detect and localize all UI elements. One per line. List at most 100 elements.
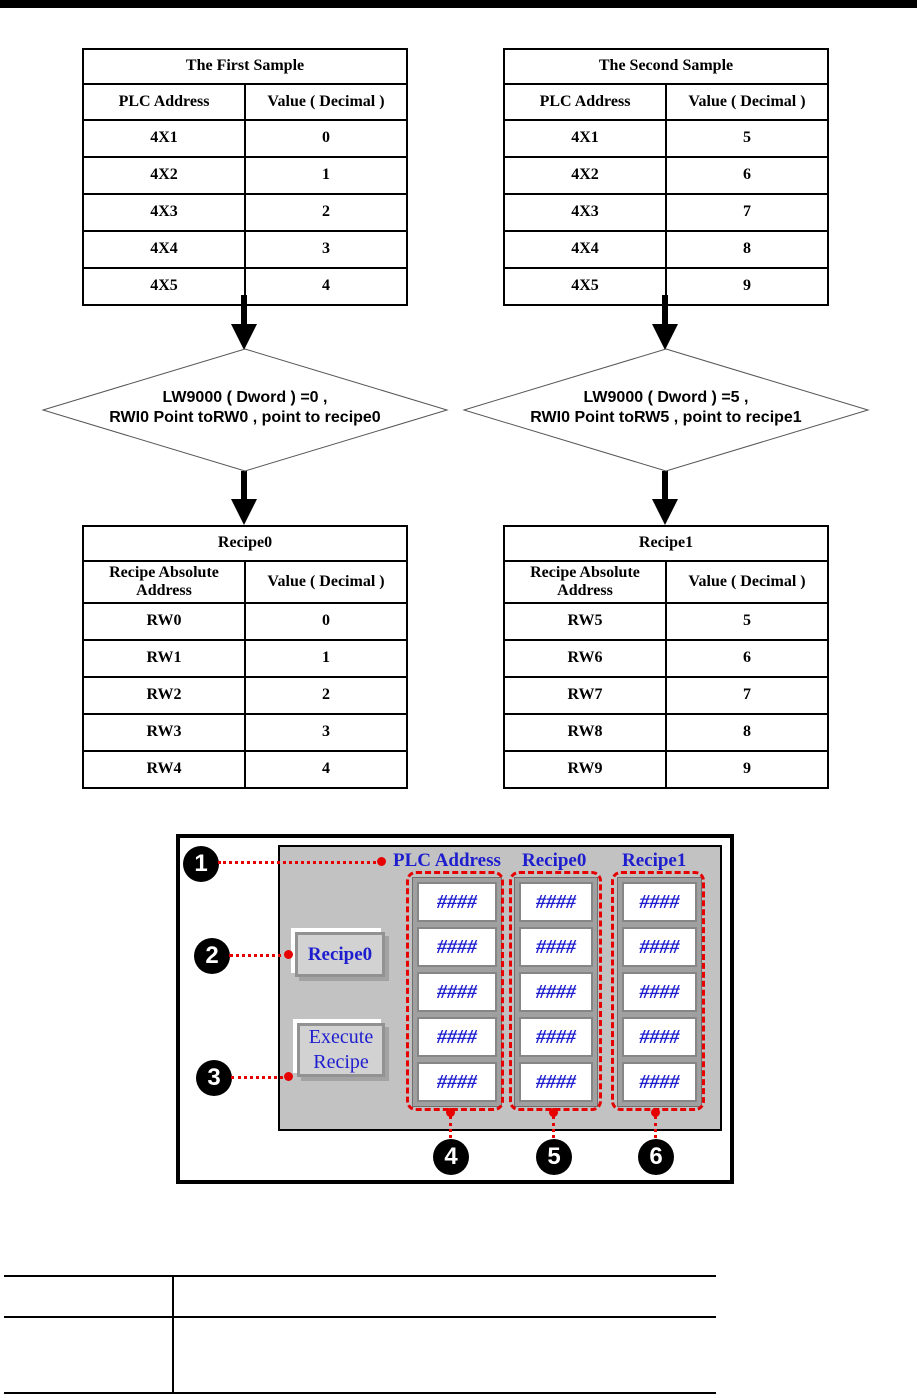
callout-3: 3	[196, 1060, 232, 1096]
numeric-field[interactable]: ####	[417, 882, 497, 922]
numeric-field[interactable]: ####	[519, 882, 593, 922]
callout-5-anchor-dot	[549, 1108, 558, 1117]
numeric-field[interactable]: ####	[417, 1062, 497, 1102]
numeric-field[interactable]: ####	[417, 927, 497, 967]
recipe0-button-label: Recipe0	[307, 943, 373, 965]
callout-1-connector	[218, 861, 382, 864]
numeric-field[interactable]: ####	[417, 1017, 497, 1057]
table-title: Recipe1	[502, 525, 830, 562]
plc-address-cell: 4X1	[503, 119, 667, 158]
value-cell: 0	[244, 119, 408, 158]
numeric-field[interactable]: ####	[519, 1062, 593, 1102]
plc-address-cell: 4X2	[82, 156, 246, 195]
recipe1-table: Recipe1 Recipe Absolute Address Value ( …	[502, 525, 830, 789]
col-header-value: Value ( Decimal )	[665, 83, 829, 121]
flow-arrowhead-icon	[231, 324, 257, 350]
recipe-address-cell: RW5	[503, 602, 667, 641]
callout-3-anchor-dot	[284, 1072, 293, 1081]
decision-diamond	[41, 348, 449, 472]
bottom-table-divider	[172, 1275, 174, 1394]
col-header-recipe-address: Recipe Absolute Address	[503, 560, 667, 604]
condition-text: LW9000 ( Dword ) =5 , RWI0 Point toRW5 ,…	[462, 388, 870, 428]
value-cell: 1	[243, 639, 409, 678]
recipe0-table: Recipe0 Recipe Absolute Address Value ( …	[81, 525, 409, 789]
plc-address-cell: 4X5	[503, 267, 667, 306]
col-header-value: Value ( Decimal )	[243, 560, 409, 604]
mockup-col-header-recipe1: Recipe1	[622, 850, 687, 871]
recipe-address-cell: RW6	[503, 639, 667, 678]
flow-arrow	[662, 295, 668, 325]
flow-arrow	[241, 295, 247, 325]
value-cell: 6	[664, 639, 830, 678]
recipe-address-cell: RW2	[82, 676, 246, 715]
callout-1-anchor-dot	[377, 857, 386, 866]
callout-5: 5	[536, 1139, 572, 1175]
recipe-address-cell: RW0	[82, 602, 246, 641]
table-title: Recipe0	[81, 525, 409, 562]
value-cell: 1	[244, 156, 408, 195]
plc-address-cell: 4X3	[82, 193, 246, 232]
numeric-field[interactable]: ####	[622, 882, 697, 922]
condition-line-2: RWI0 Point toRW5 , point to recipe1	[530, 409, 802, 426]
execute-recipe-button[interactable]: Execute Recipe	[297, 1023, 385, 1077]
recipe-address-cell: RW8	[503, 713, 667, 752]
plc-address-cell: 4X2	[503, 156, 667, 195]
highlight-box-recipe1	[611, 871, 705, 1111]
recipe0-field-column: #### #### #### #### ####	[514, 877, 598, 1107]
callout-2-anchor-dot	[284, 950, 293, 959]
value-cell: 6	[665, 156, 829, 195]
recipe-address-cell: RW3	[82, 713, 246, 752]
callout-2: 2	[194, 938, 230, 974]
flow-arrow	[241, 471, 247, 501]
col-header-recipe-address: Recipe Absolute Address	[82, 560, 246, 604]
numeric-field[interactable]: ####	[519, 972, 593, 1012]
callout-3-connector	[231, 1076, 289, 1079]
condition-line-1: LW9000 ( Dword ) =0 ,	[162, 389, 328, 406]
numeric-field[interactable]: ####	[622, 927, 697, 967]
callout-5-connector	[552, 1116, 555, 1138]
mockup-col-header-recipe0: Recipe0	[522, 850, 587, 871]
highlight-box-recipe0	[509, 871, 602, 1111]
bottom-table-rule	[4, 1316, 716, 1318]
plc-address-cell: 4X4	[82, 230, 246, 269]
numeric-field[interactable]: ####	[417, 972, 497, 1012]
page-top-bar	[0, 0, 917, 8]
value-cell: 5	[664, 602, 830, 641]
callout-4-anchor-dot	[446, 1108, 455, 1117]
numeric-field[interactable]: ####	[622, 972, 697, 1012]
recipe-address-cell: RW9	[503, 750, 667, 789]
plc-address-cell: 4X1	[82, 119, 246, 158]
page-top-rule	[0, 0, 917, 2]
second-sample-table: The Second Sample PLC Address Value ( De…	[503, 48, 829, 306]
value-cell: 8	[664, 713, 830, 752]
value-cell: 9	[664, 750, 830, 789]
highlight-box-plc-address	[406, 871, 504, 1111]
numeric-field[interactable]: ####	[622, 1062, 697, 1102]
callout-6-anchor-dot	[651, 1108, 660, 1117]
numeric-field[interactable]: ####	[519, 1017, 593, 1057]
bottom-table-rule	[4, 1392, 716, 1394]
plc-address-cell: 4X3	[503, 193, 667, 232]
bottom-table-rule	[4, 1275, 716, 1277]
value-cell: 8	[665, 230, 829, 269]
col-header-plc-address: PLC Address	[82, 83, 246, 121]
callout-4-connector	[449, 1116, 452, 1138]
recipe0-button[interactable]: Recipe0	[295, 932, 385, 977]
numeric-field[interactable]: ####	[622, 1017, 697, 1057]
numeric-field[interactable]: ####	[519, 927, 593, 967]
plc-address-field-column: #### #### #### #### ####	[412, 877, 502, 1107]
